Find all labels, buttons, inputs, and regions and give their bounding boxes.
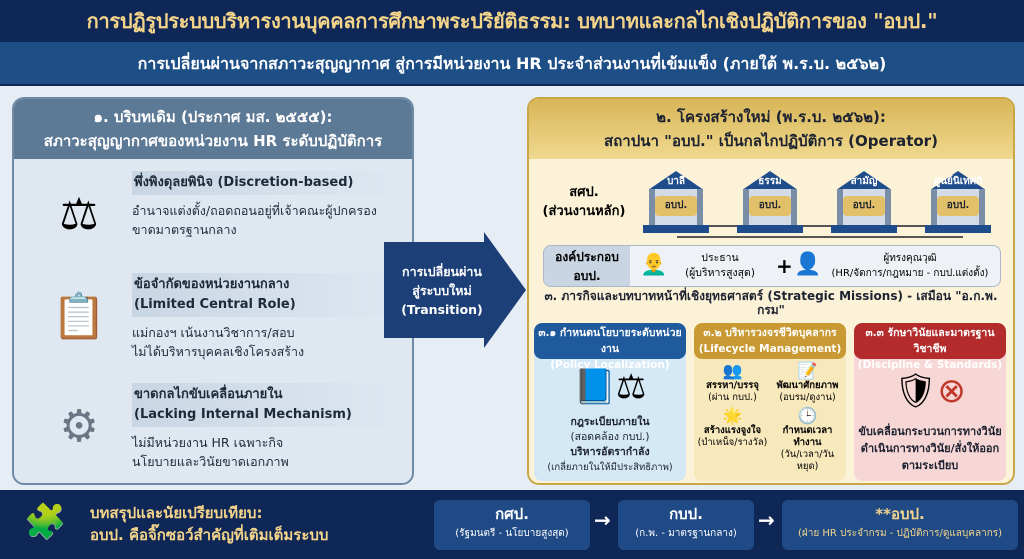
step-sub: (ผ่าน กบป.) (708, 392, 757, 403)
structure-header: ๒. โครงสร้างใหม่ (พ.ร.บ. ๒๕๖๒): สถาปนา "… (529, 99, 1013, 159)
book-scales-icon: 📘⚖ (573, 367, 647, 407)
building-pali: บาลีอบป. (643, 171, 709, 233)
clipboard-icon: 📝 (797, 361, 818, 380)
structure-subtitle: สถาปนา "อบป." เป็นกลไกปฏิบัติการ (Operat… (604, 132, 938, 150)
people-icon: 👥 (722, 361, 743, 380)
composition-box: องค์ประกอบอบป. 👨‍🦲 ประธาน (ผู้บริหารสูงสุ… (543, 245, 1001, 287)
summary-box-obp: **อบป.(ฝ่าย HR ประจำกรม - ปฏิบัติการ/ดูแ… (782, 500, 1018, 550)
structure-title: ๒. โครงสร้างใหม่ (พ.ร.บ. ๒๕๖๒): (656, 108, 886, 126)
step-label: สร้างแรงจูงใจ (703, 425, 762, 436)
mission-title-en: (Lifecycle Management) (698, 343, 842, 355)
mission-card-policy: ๓.๑ กำหนดนโยบายระดับหน่วยงาน (Policy Loca… (534, 323, 686, 481)
monk-icon: 👨‍🦲 (640, 252, 668, 277)
transition-text: สู่ระบบใหม่ (412, 283, 472, 298)
main-unit-label: สศป. (569, 185, 599, 200)
step-label: พัฒนาศักยภาพ (776, 380, 839, 391)
transition-text: การเปลี่ยนผ่าน (402, 264, 482, 279)
context-title: ๑. บริบทเดิม (ประกาศ มส. ๒๕๕๕): (93, 108, 333, 126)
context-item: ⚖ พึ่งพิงดุลยพินิจ (Discretion-based) อำ… (14, 165, 412, 269)
shield-gavel-cross-icon: 🛡⊗ (894, 371, 966, 411)
missions-title: ๓. ภารกิจและบทบาทหน้าที่เชิงยุทธศาสตร์ (… (544, 289, 998, 317)
item-text: ขาดมาตรฐานกลาง (132, 222, 237, 237)
gears-icon: ⚙ (59, 401, 99, 452)
mission-text: กฎระเบียบภายใน (570, 416, 650, 428)
composition-label: อบป. (573, 269, 601, 283)
item-heading-en: (Lacking Internal Mechanism) (134, 407, 352, 422)
building-saman: สามัญอบป. (831, 171, 897, 233)
item-text: แม่กองฯ เน้นงานวิชาการ/สอบ (132, 325, 295, 340)
mission-card-discipline: ๓.๓ รักษาวินัยและมาตรฐานวิชาชีพ (Discipli… (854, 323, 1006, 481)
mission-text: (สอดคล้อง กบป.) (570, 431, 650, 443)
item-text: อำนาจแต่งตั้ง/ถอดถอนอยู่ที่เจ้าคณะผู้ปกค… (132, 203, 377, 218)
plus-sign: + (776, 254, 793, 278)
arrow-icon: → (594, 508, 611, 532)
mission-card-lifecycle: ๓.๒ บริหารวงจรชีวิตบุคลากร (Lifecycle Man… (694, 323, 846, 481)
summary-title: บทสรุปและนัยเปรียบเทียบ: (90, 504, 263, 522)
summary-box-kbp: กบป.(ก.พ. - มาตรฐานกลาง) (618, 500, 754, 550)
arrow-icon (384, 232, 526, 348)
mission-text: บริหารอัตรากำลัง (570, 446, 650, 458)
mission-text: ขับเคลื่อนกระบวนการทางวินัย (858, 425, 1002, 438)
summary-box-ksp: กศป.(รัฐมนตรี - นโยบายสูงสุด) (434, 500, 590, 550)
page-title: การปฏิรูประบบบริหารงานบุคคลการศึกษาพระปร… (0, 0, 1024, 42)
composition-label: องค์ประกอบ (555, 250, 619, 264)
context-header: ๑. บริบทเดิม (ประกาศ มส. ๒๕๕๕): สภาวะสุญ… (14, 99, 412, 159)
chair-sub: (ผู้บริหารสูงสุด) (685, 267, 755, 279)
step-sub: (วัน/เวลา/วันหยุด) (780, 449, 835, 472)
mission-title: ๓.๑ กำหนดนโยบายระดับหน่วยงาน (538, 327, 682, 355)
new-structure-panel: ๒. โครงสร้างใหม่ (พ.ร.บ. ๒๕๖๒): สถาปนา "… (527, 97, 1015, 485)
main-unit-sub: (ส่วนงานหลัก) (542, 204, 626, 219)
item-heading: พึ่งพิงดุลยพินิจ (Discretion-based) (132, 171, 406, 195)
mission-title: ๓.๒ บริหารวงจรชีวิตบุคลากร (703, 327, 837, 339)
chair-label: ประธาน (701, 252, 739, 264)
item-heading: ขาดกลไกขับเคลื่อนภายใน (134, 387, 283, 402)
item-text: ไม่ได้บริหารบุคคลเชิงโครงสร้าง (132, 344, 305, 359)
mission-text: (เกลี่ยภายในให้มีประสิทธิภาพ) (547, 462, 673, 473)
item-text: ไม่มีหน่วยงาน HR เฉพาะกิจ (132, 435, 284, 450)
building-dhamma: ธรรมอบป. (737, 171, 803, 233)
context-panel: ๑. บริบทเดิม (ประกาศ มส. ๒๕๕๕): สภาวะสุญ… (12, 97, 414, 485)
context-item: 📋 ข้อจำกัดของหน่วยงานกลาง (Limited Centra… (14, 267, 412, 371)
mission-title: ๓.๓ รักษาวินัยและมาตรฐานวิชาชีพ (865, 327, 995, 355)
puzzle-icon: 🧩 (24, 502, 67, 542)
mission-text: ตามระเบียบ (901, 459, 959, 472)
step-sub: (บำเหน็จ/รางวัล) (697, 437, 768, 448)
clock-icon: 🕒 (797, 406, 818, 425)
experts-label: ผู้ทรงคุณวุฒิ (883, 253, 937, 264)
gavel-monks-icon: ⚖ (59, 189, 99, 240)
transition-text: (Transition) (401, 302, 483, 317)
summary-footer: 🧩 บทสรุปและนัยเปรียบเทียบ: อบป. คือจิ๊กซ… (0, 490, 1024, 559)
mission-title-en: (Policy Localization) (550, 359, 670, 371)
step-sub: (อบรม/ดูงาน) (779, 392, 836, 403)
mission-title-en: (Discipline & Standards) (857, 359, 1003, 371)
item-heading-en: (Limited Central Role) (134, 297, 296, 312)
context-item: ⚙ ขาดกลไกขับเคลื่อนภายใน (Lacking Interna… (14, 377, 412, 481)
arrow-icon: → (758, 508, 775, 532)
star-hand-icon: 🌟 (722, 406, 743, 425)
item-text: นโยบายและวินัยขาดเอกภาพ (132, 454, 289, 469)
mission-text: ดำเนินการทางวินัย/สั่งให้ออก (860, 442, 1000, 455)
page-subtitle: การเปลี่ยนผ่านจากสภาวะสุญญากาศ สู่การมีห… (0, 42, 1024, 86)
step-label: สรรหา/บรรจุ (706, 380, 759, 391)
expert-icon: 👤 (794, 252, 822, 277)
step-label: กำหนดเวลาทำงาน (782, 425, 833, 448)
summary-subtitle: อบป. คือจิ๊กซอว์สำคัญที่เติมเต็มระบบ (90, 526, 329, 544)
item-heading: ข้อจำกัดของหน่วยงานกลาง (134, 277, 290, 292)
desk-document-icon: 📋 (51, 291, 107, 342)
experts-sub: (HR/จัดการ/กฎหมาย - กบป.แต่งตั้ง) (831, 268, 989, 279)
building-nithet: ศูนย์นิเทศก์อบป. (925, 171, 991, 233)
transition-arrow: การเปลี่ยนผ่านสู่ระบบใหม่ (Transition) (384, 232, 526, 348)
context-subtitle: สภาวะสุญญากาศของหน่วยงาน HR ระดับปฏิบัติ… (43, 132, 383, 150)
